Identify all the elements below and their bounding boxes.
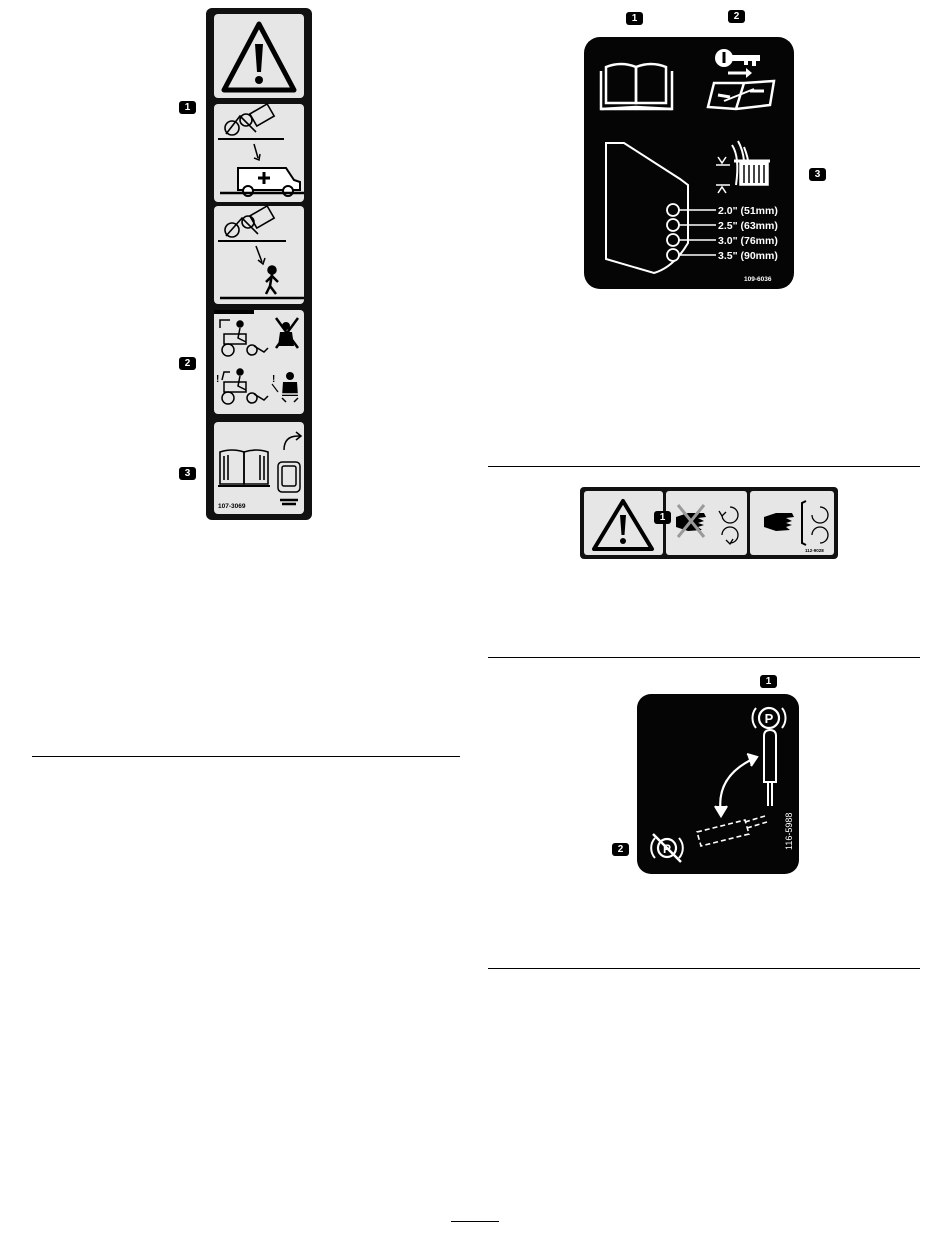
divider-left (32, 756, 460, 757)
part-number-107-3069: 107-3069 (218, 503, 246, 510)
callout-3-manual: 3 (179, 467, 196, 480)
decal-112-9028: 112-9028 (580, 487, 838, 559)
part-number-112-9028: 112-9028 (805, 548, 824, 553)
divider-right-1 (488, 466, 920, 467)
svg-text:P: P (765, 711, 774, 726)
svg-text:!: ! (216, 374, 219, 385)
callout-3-height: 3 (809, 168, 826, 181)
callout-2-release: 2 (612, 843, 629, 856)
callout-1-hand: 1 (654, 511, 671, 524)
divider-right-3 (488, 968, 920, 969)
callout-2-seatbelt: 2 (179, 357, 196, 370)
decal-107-3069: ! ! 107-3069 (206, 8, 312, 520)
decal-116-5988: P P 116-5988 (637, 694, 799, 874)
part-number-116-5988: 116-5988 (784, 813, 794, 850)
callout-1-rollover: 1 (179, 101, 196, 114)
height-2-5: 2.5" (63mm) (718, 220, 778, 232)
callout-1-manual: 1 (626, 12, 643, 25)
divider-right-2 (488, 657, 920, 658)
height-3-5: 3.5" (90mm) (718, 250, 778, 262)
page-number-bar (451, 1221, 499, 1222)
callout-1-park: 1 (760, 675, 777, 688)
decal-109-6036: 2.0" (51mm) 2.5" (63mm) 3.0" (76mm) 3.5"… (584, 37, 794, 289)
height-2-0: 2.0" (51mm) (718, 205, 778, 217)
height-3-0: 3.0" (76mm) (718, 235, 778, 247)
callout-2-service: 2 (728, 10, 745, 23)
svg-text:!: ! (272, 374, 275, 385)
service-manual-icon (708, 81, 774, 109)
part-number-109-6036: 109-6036 (744, 276, 772, 283)
